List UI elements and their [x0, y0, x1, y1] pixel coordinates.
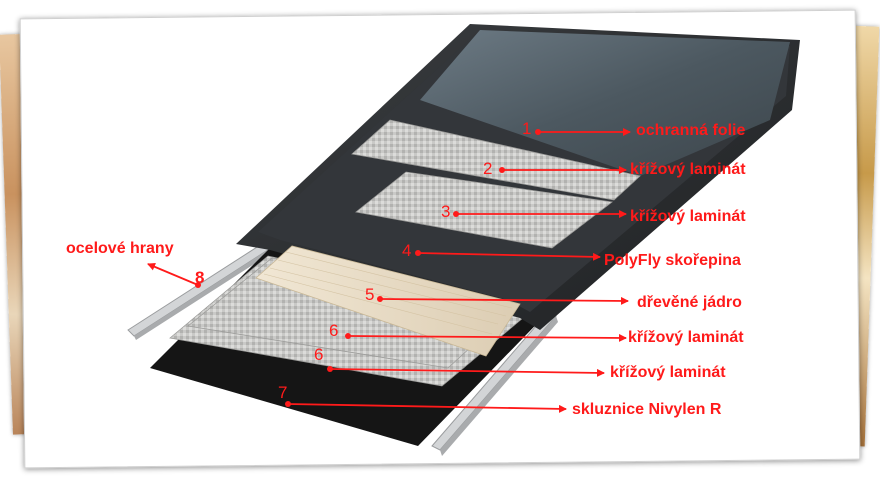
label-cross-laminate-4: křížový laminát: [610, 364, 726, 381]
label-cross-laminate-2: křížový laminát: [630, 208, 746, 225]
wood-core: [255, 245, 521, 357]
callout-number-6b: 6: [314, 345, 324, 364]
callout-number-1: 1: [522, 119, 532, 138]
label-protective-foil: ochranná folie: [636, 122, 746, 139]
label-base-nivylen: skluznice Nivylen R: [572, 401, 722, 418]
callout-number-8: 8: [195, 268, 205, 287]
label-polyfly-shell: PolyFly skořepina: [604, 252, 741, 269]
callout-number-5: 5: [365, 285, 375, 304]
label-cross-laminate-1: křížový laminát: [630, 161, 746, 178]
callout-number-3: 3: [441, 202, 451, 221]
upper-laminate-2: [355, 171, 613, 249]
callout-number-6a: 6: [329, 321, 339, 340]
label-cross-laminate-3: křížový laminát: [628, 329, 744, 346]
label-wood-core: dřevěné jádro: [637, 294, 742, 311]
top-sheet: [420, 30, 790, 176]
label-steel-edges: ocelové hrany: [66, 240, 174, 257]
callout-number-2: 2: [483, 159, 493, 178]
callout-number-4: 4: [402, 241, 412, 260]
callout-number-7: 7: [278, 383, 288, 402]
upper-laminate-1: [351, 119, 641, 201]
